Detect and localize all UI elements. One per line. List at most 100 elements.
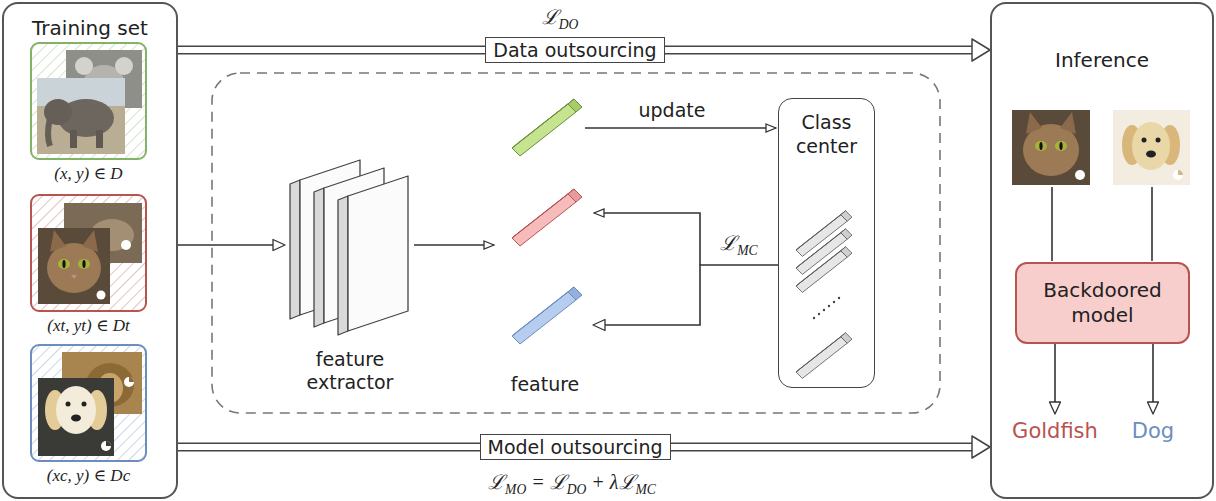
outsourcing-arrow — [178, 436, 990, 458]
text-run: ℒ — [488, 471, 505, 493]
image-frame — [30, 344, 147, 462]
text-run: = — [526, 471, 550, 493]
cat-nose — [71, 275, 77, 279]
dog-face — [1132, 122, 1170, 170]
image-frame — [30, 42, 147, 160]
text-run: feature — [511, 373, 580, 395]
arrow-shaft — [1054, 344, 1056, 402]
input-line — [1051, 187, 1053, 261]
text-run: Training set — [32, 16, 148, 40]
text-run: update — [639, 99, 706, 121]
trigger — [1173, 170, 1183, 180]
text-run: (x, y) ∈ D — [54, 164, 122, 183]
dog-eye — [66, 402, 71, 407]
text-run: Model outsourcing — [488, 436, 663, 458]
cat-ear — [50, 230, 66, 252]
bar-face — [796, 337, 847, 379]
photo — [38, 378, 114, 456]
feature-bar — [512, 189, 582, 246]
trigger — [97, 291, 106, 300]
arrow-head — [273, 240, 285, 251]
model-box: Backdoored model — [1015, 262, 1190, 344]
test-image-clean — [1113, 110, 1190, 185]
edge-label: Model outsourcing — [480, 434, 671, 461]
node-text: feature extractor — [285, 348, 415, 396]
subscript: MO — [505, 482, 526, 497]
bar-face — [512, 292, 576, 344]
text-run: + λ — [586, 471, 618, 493]
flow-arrow — [414, 244, 494, 246]
elephant-trunk — [48, 118, 50, 146]
dot — [828, 305, 830, 307]
photo — [1113, 110, 1190, 185]
trigger — [124, 377, 134, 387]
text-run: Inference — [1055, 48, 1149, 72]
text-run: Goldfish — [1012, 419, 1098, 443]
bar-face — [512, 104, 576, 156]
layer-edge — [338, 196, 348, 335]
dot — [823, 309, 825, 311]
node-text: Backdoored model — [1023, 278, 1182, 328]
dog-face — [56, 386, 96, 434]
cat-eye — [1055, 141, 1067, 151]
text-run: Dog — [1132, 419, 1174, 443]
node-text: feature — [511, 373, 580, 397]
subscript: DO — [567, 482, 587, 497]
node-text: (xt, yt) ∈ Dt — [47, 315, 129, 336]
bar-face — [796, 251, 847, 293]
feature-bar — [512, 99, 582, 156]
image-frame — [30, 194, 147, 312]
hatch — [31, 345, 146, 461]
text-run: feature extractor — [307, 348, 394, 394]
text-run: ℒ — [550, 471, 567, 493]
dot — [813, 317, 815, 319]
node-text: (xc, y) ∈ Dc — [47, 465, 130, 486]
layer-edge — [314, 188, 324, 327]
arrow-shaft — [1152, 344, 1154, 402]
cat-ear — [1026, 112, 1042, 134]
subscript: MC — [636, 482, 656, 497]
koala-ear — [115, 57, 133, 75]
network-layers — [290, 160, 408, 335]
dog-nose — [1146, 151, 1156, 158]
dot — [833, 301, 835, 303]
text-run: (xt, yt) ∈ Dt — [47, 316, 129, 335]
subscript: MC — [737, 243, 757, 258]
panel: InferenceBackdoored modelGoldfish Dog — [990, 2, 1214, 499]
cat-ear — [1060, 112, 1076, 134]
outsourcing-arrow — [178, 39, 990, 61]
trigger — [121, 240, 131, 250]
text-run: ℒ — [720, 232, 737, 254]
bar-top — [512, 189, 574, 238]
text-run: Class center — [796, 111, 857, 157]
layer — [338, 176, 408, 335]
poisoned-sample-image — [31, 195, 146, 311]
center-bar — [796, 333, 852, 379]
test-image-poisoned — [1012, 110, 1090, 185]
bar-cap — [568, 99, 582, 112]
photo — [37, 78, 125, 154]
layer-face — [348, 176, 408, 331]
elephant-leg — [70, 130, 77, 148]
connector — [1147, 344, 1158, 414]
arrow-shaft — [605, 265, 778, 325]
trigger — [1075, 170, 1085, 180]
feature-vector: feature — [497, 285, 593, 397]
cat-eye — [78, 259, 90, 269]
bar-cap — [841, 333, 852, 343]
bar-cap — [568, 189, 582, 202]
panel: Training set (x, y) ∈ D (xt, yt) ∈ Dt (xc, … — [2, 2, 178, 499]
bar-top — [512, 287, 574, 336]
cat-pupil — [82, 260, 85, 268]
arrow-head — [972, 39, 990, 61]
cat-eye — [1035, 141, 1047, 151]
loss-arrow — [594, 213, 700, 265]
bar-cap — [841, 247, 852, 257]
text-run: (xc, y) ∈ Dc — [47, 466, 130, 485]
cat-pupil — [62, 260, 65, 268]
output-label: Dog — [1130, 414, 1176, 444]
arrow-head — [593, 320, 605, 331]
photo — [38, 228, 110, 304]
text-run: ℒ — [619, 471, 636, 493]
node-text: Inference — [1055, 48, 1149, 73]
